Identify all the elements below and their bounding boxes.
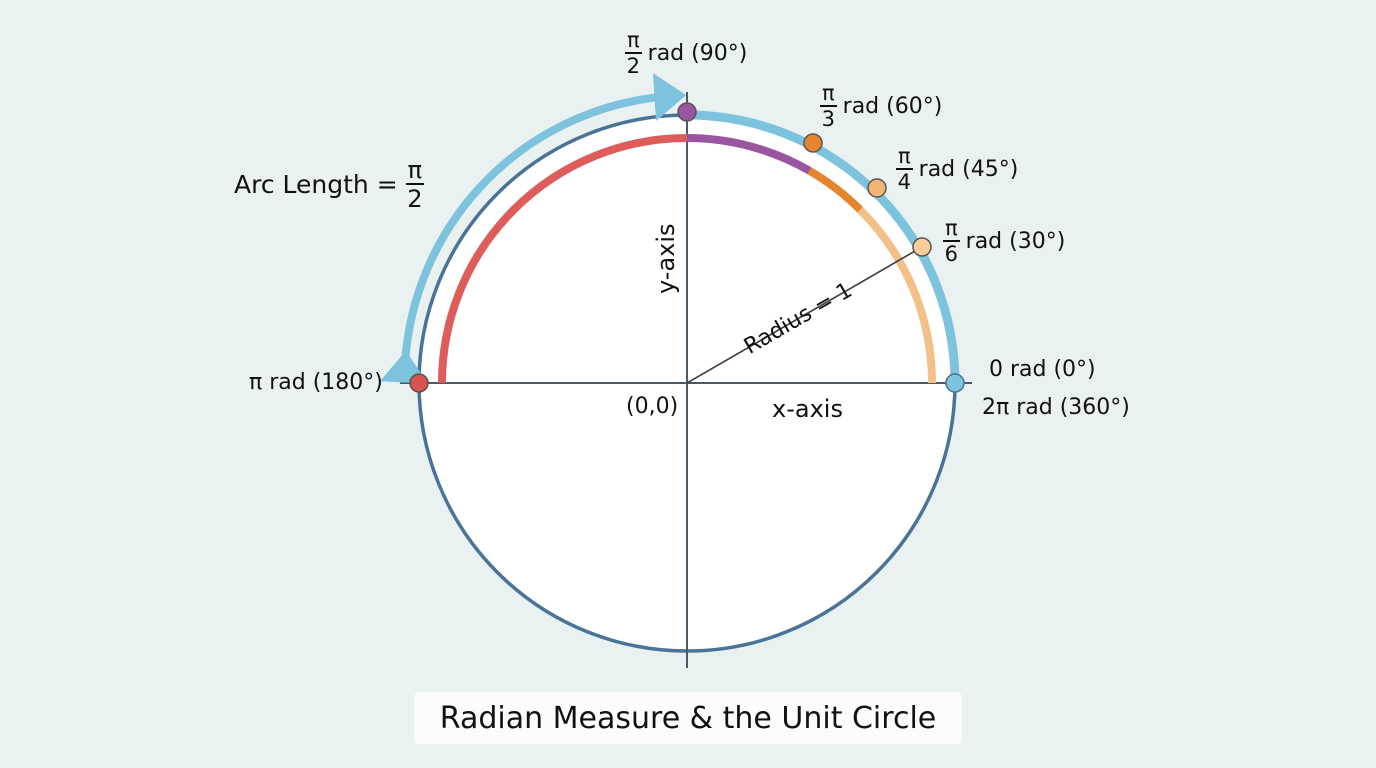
origin-label: (0,0) xyxy=(626,394,679,419)
point-zero[interactable] xyxy=(945,373,965,393)
point-pi-over-2[interactable] xyxy=(677,102,697,122)
label-two-pi: 2π rad (360°) xyxy=(982,395,1130,420)
arc-light-orange-0-45 xyxy=(857,206,936,384)
diagram-title: Radian Measure & the Unit Circle xyxy=(414,692,962,744)
x-axis-label: x-axis xyxy=(772,395,843,423)
point-pi-over-6[interactable] xyxy=(912,237,932,257)
arc-orange-45-60 xyxy=(807,167,864,213)
y-axis-label: y-axis xyxy=(652,223,680,294)
point-pi[interactable] xyxy=(409,373,429,393)
label-zero: 0 rad (0°) xyxy=(989,357,1096,382)
arc-purple-60-90 xyxy=(686,134,812,175)
point-pi-over-3[interactable] xyxy=(803,133,823,153)
point-pi-over-4[interactable] xyxy=(867,178,887,198)
arc-length-arrow xyxy=(380,73,687,384)
label-pi: π rad (180°) xyxy=(249,370,383,395)
radius-line xyxy=(686,246,923,384)
